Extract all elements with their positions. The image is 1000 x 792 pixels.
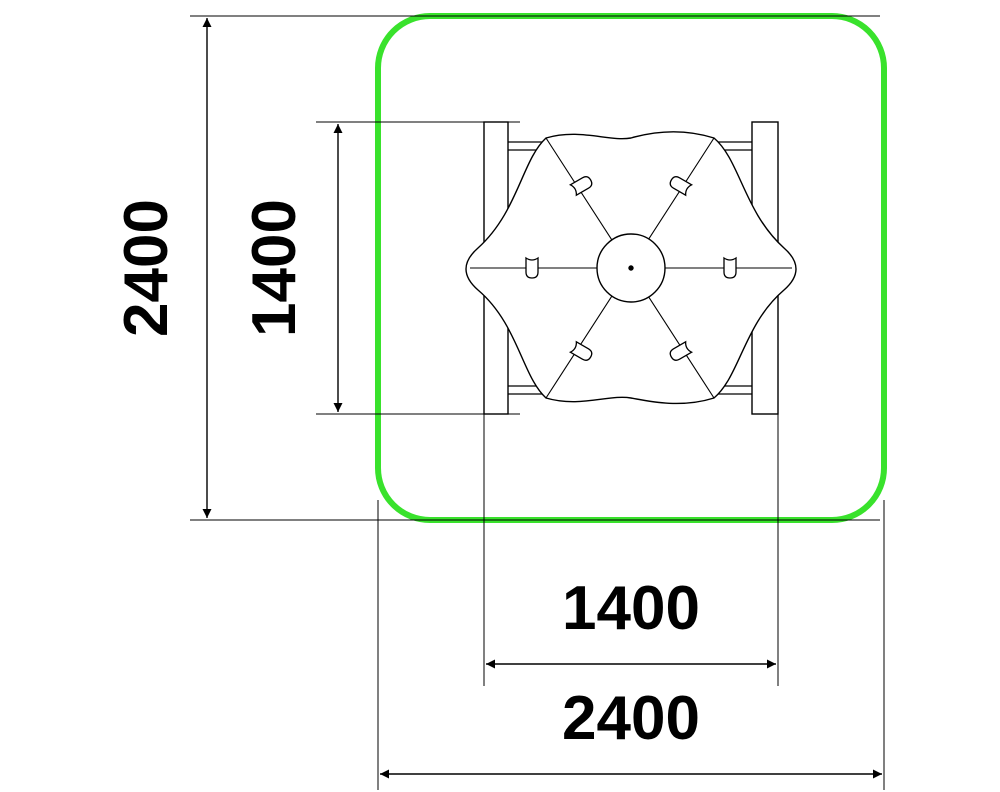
equipment-plan	[465, 121, 797, 415]
center-pivot	[628, 265, 634, 271]
handle-top-right	[669, 176, 694, 197]
handle-left	[525, 256, 539, 279]
handle-top-left	[568, 176, 593, 197]
handle-bottom-right	[669, 340, 694, 361]
extension-lines	[190, 15, 885, 790]
dim-equipment-width: 1400	[562, 574, 700, 643]
seat-handles	[525, 176, 737, 361]
dim-overall-height: 2400	[112, 199, 181, 337]
dimension-lines	[202, 18, 882, 779]
dim-equipment-height: 1400	[240, 199, 309, 337]
dim-overall-width: 2400	[562, 684, 700, 753]
handle-bottom-left	[568, 340, 593, 361]
handle-right	[723, 256, 737, 279]
